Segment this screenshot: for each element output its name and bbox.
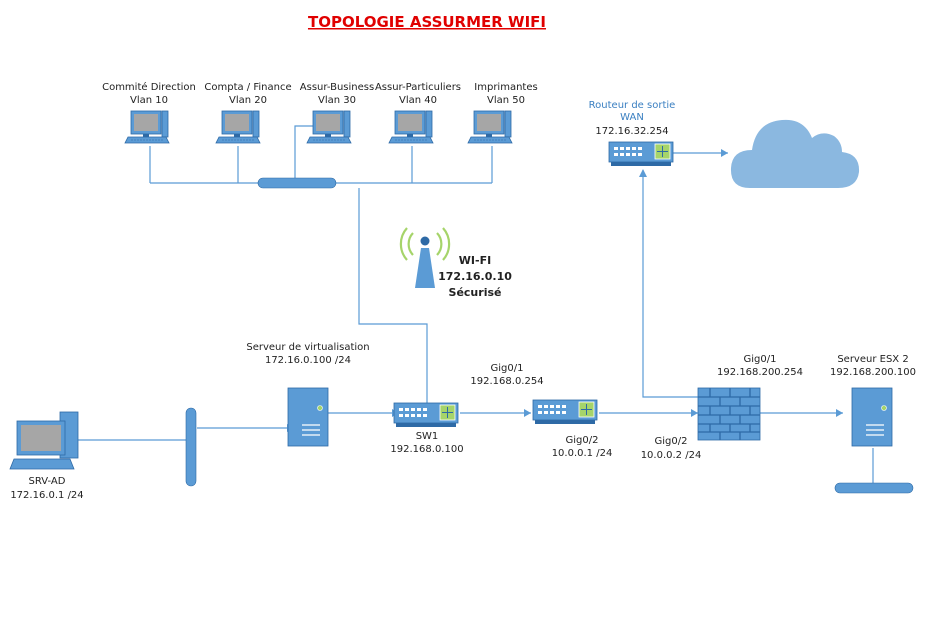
- sw1-ip: 192.168.0.100: [390, 444, 463, 455]
- computer-icon: [388, 110, 434, 144]
- router-icon: [532, 399, 598, 425]
- router-icon: [608, 141, 674, 167]
- esx-name: Serveur ESX 2: [837, 354, 908, 365]
- sw1-name: SW1: [416, 431, 439, 442]
- workstation-name: Commité Direction: [102, 81, 196, 93]
- wan-router-label-wan: WAN: [620, 112, 644, 123]
- wifi-access-point[interactable]: WI-FI 172.16.0.10 Sécurisé: [399, 227, 512, 299]
- computer-icon: [306, 110, 352, 144]
- workstation-name: Assur-Business: [300, 82, 374, 93]
- workstation-vlan: Vlan 20: [229, 95, 267, 106]
- workstation-1[interactable]: Compta / Finance Vlan 20: [204, 82, 292, 144]
- firewall-ip-left: 10.0.0.2 /24: [641, 450, 702, 461]
- virt-server-name: Serveur de virtualisation: [246, 342, 369, 353]
- srv-ad-name: SRV-AD: [29, 476, 66, 487]
- wan-router[interactable]: Routeur de sortie WAN 172.16.32.254: [589, 100, 676, 167]
- lan-bus-vertical: [185, 407, 197, 487]
- virt-server-ip: 172.16.0.100 /24: [265, 355, 351, 366]
- workstation-4[interactable]: Imprimantes Vlan 50: [467, 82, 538, 144]
- computer-icon: [9, 411, 79, 470]
- workstation-3[interactable]: Assur-Particuliers Vlan 40: [375, 82, 461, 144]
- diagram-title: TOPOLOGIE ASSURMER WIFI: [308, 13, 546, 31]
- workstation-name: Imprimantes: [474, 82, 537, 93]
- workstation-vlan: Vlan 10: [130, 95, 168, 106]
- firewall-ip-top: 192.168.200.254: [717, 367, 803, 378]
- wan-router-label: Routeur de sortie: [589, 100, 676, 111]
- cloud-icon: [730, 119, 860, 188]
- workstation-name: Compta / Finance: [204, 82, 291, 93]
- workstation-2[interactable]: Assur-Business Vlan 30: [300, 82, 374, 144]
- srv-ad-ip: 172.16.0.1 /24: [10, 490, 83, 501]
- lan-bus-top: [257, 177, 337, 189]
- internet-cloud: [730, 119, 860, 188]
- firewall-if-left: Gig0/2: [655, 436, 688, 447]
- router-ip-top: 192.168.0.254: [470, 376, 543, 387]
- esx-ip: 192.168.200.100: [830, 367, 916, 378]
- wan-router-ip: 172.16.32.254: [595, 126, 668, 137]
- lan-bus-esx: [834, 482, 914, 494]
- computer-icon: [467, 110, 513, 144]
- router-if-top: Gig0/1: [491, 363, 524, 374]
- firewall[interactable]: Gig0/1 192.168.200.254 Gig0/2 10.0.0.2 /…: [641, 354, 803, 461]
- esx-server[interactable]: Serveur ESX 2 192.168.200.100: [830, 354, 916, 447]
- firewall-if-top: Gig0/1: [744, 354, 777, 365]
- wifi-antenna-icon: [399, 227, 451, 288]
- computer-icon: [124, 110, 170, 144]
- workstation-name: Assur-Particuliers: [375, 82, 461, 93]
- wifi-name: WI-FI: [459, 254, 491, 267]
- workstation-vlan: Vlan 50: [487, 95, 525, 106]
- switch-sw1[interactable]: SW1 192.168.0.100: [390, 402, 464, 455]
- switch-icon: [393, 402, 459, 428]
- workstation-vlan: Vlan 30: [318, 95, 356, 106]
- wifi-ip: 172.16.0.10: [438, 270, 512, 283]
- computer-icon: [215, 110, 261, 144]
- server-icon: [287, 387, 329, 447]
- workstation-0[interactable]: Commité Direction Vlan 10: [102, 81, 196, 144]
- workstation-vlan: Vlan 40: [399, 95, 437, 106]
- virtualisation-server[interactable]: Serveur de virtualisation 172.16.0.100 /…: [246, 342, 370, 447]
- wifi-status: Sécurisé: [449, 286, 502, 299]
- router-if-bottom: Gig0/2: [566, 435, 599, 446]
- srv-ad[interactable]: SRV-AD 172.16.0.1 /24: [9, 411, 84, 501]
- server-icon: [851, 387, 893, 447]
- router-core[interactable]: Gig0/1 192.168.0.254 Gig0/2 10.0.0.1 /24: [470, 363, 612, 459]
- links: [70, 125, 874, 483]
- firewall-icon: [697, 387, 761, 441]
- router-ip-bottom: 10.0.0.1 /24: [552, 448, 613, 459]
